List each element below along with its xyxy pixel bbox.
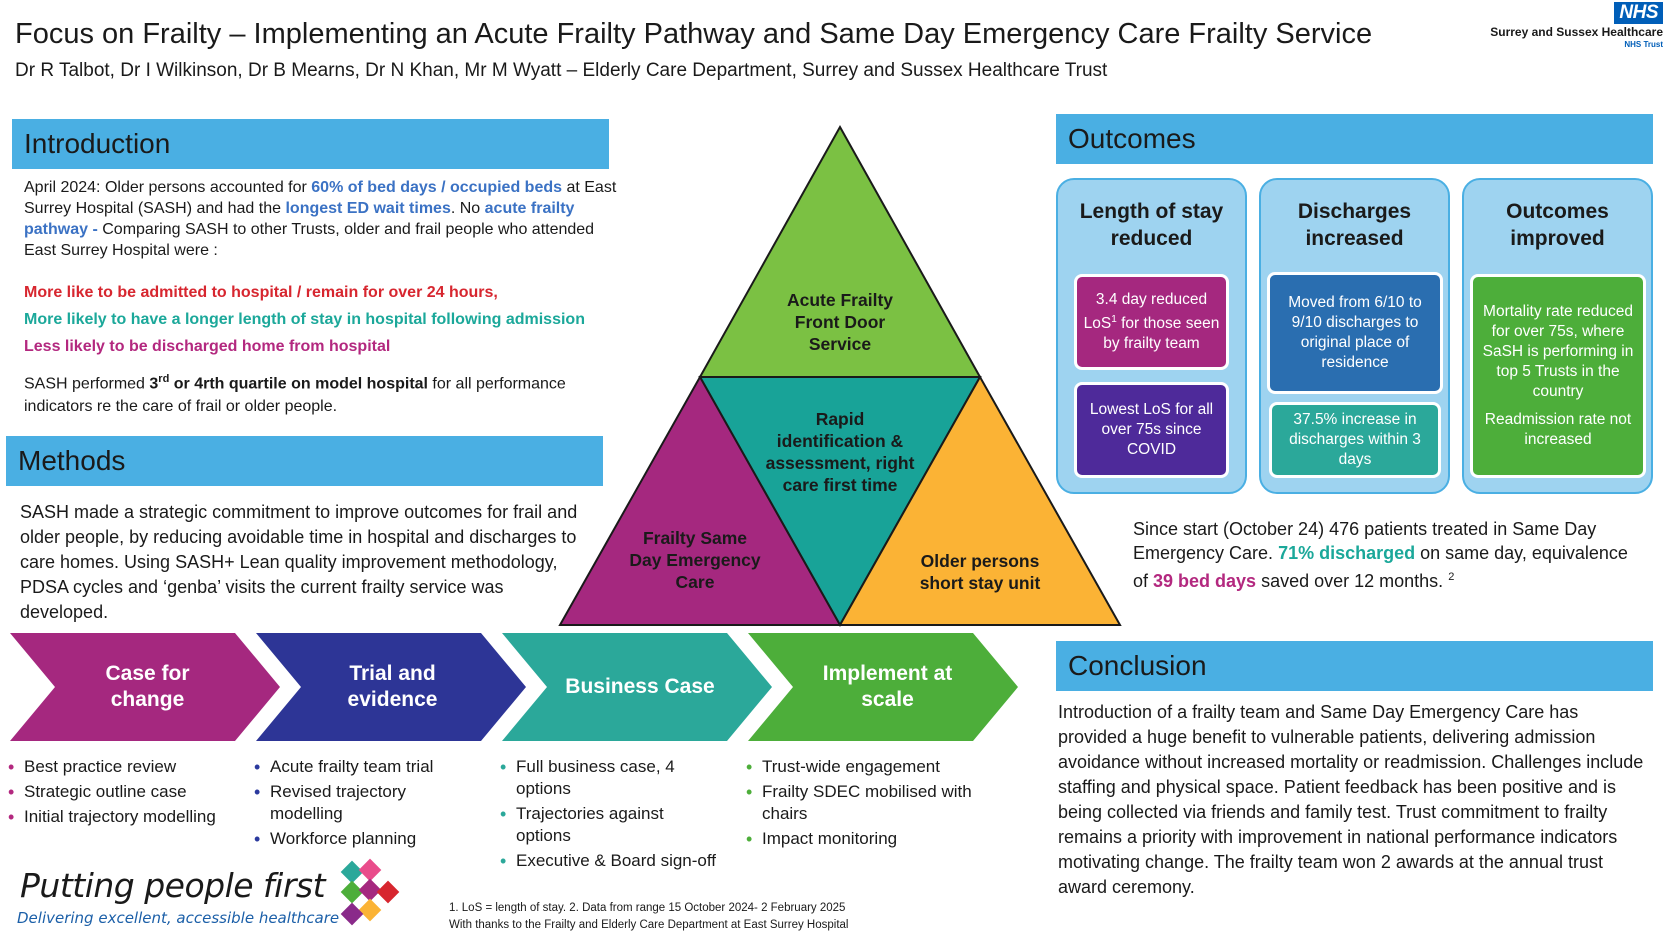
trust-suffix: NHS Trust bbox=[1624, 40, 1663, 49]
outcome-title: Length of stay reduced bbox=[1079, 200, 1224, 250]
finding-admitted: More like to be admitted to hospital / r… bbox=[24, 284, 498, 301]
business-case-list: Full business case, 4 options Trajectori… bbox=[500, 756, 722, 875]
step-label-case-for-change: Case for change bbox=[105, 662, 190, 711]
triangle-right-label: Older persons short stay unit bbox=[919, 551, 1041, 593]
trial-and-evidence-list: Acute frailty team trial Revised traject… bbox=[254, 756, 479, 853]
methods-heading: Methods bbox=[6, 436, 603, 486]
conclusion-text: Introduction of a frailty team and Same … bbox=[1058, 702, 1644, 897]
list-item: Trust-wide engagement bbox=[746, 756, 986, 778]
arrow-case-for-change bbox=[10, 633, 280, 741]
list-item: Initial trajectory modelling bbox=[8, 806, 248, 828]
outcome-column-discharges: Discharges increased Moved from 6/10 to … bbox=[1259, 178, 1450, 494]
finding-discharge: Less likely to be discharged home from h… bbox=[24, 338, 391, 355]
outcome-box: 3.4 day reduced LoS1 for those seen by f… bbox=[1074, 274, 1229, 370]
list-item: Strategic outline case bbox=[8, 781, 248, 803]
list-item: Impact monitoring bbox=[746, 828, 986, 850]
outcome-box: Lowest LoS for all over 75s since COVID bbox=[1074, 382, 1229, 478]
page-title: Focus on Frailty – Implementing an Acute… bbox=[15, 18, 1373, 50]
methods-text: SASH made a strategic commitment to impr… bbox=[20, 502, 578, 622]
outcomes-heading: Outcomes bbox=[1056, 114, 1653, 164]
outcome-title: Outcomes improved bbox=[1506, 200, 1609, 250]
case-for-change-list: Best practice review Strategic outline c… bbox=[8, 756, 248, 831]
list-item: Full business case, 4 options bbox=[500, 756, 722, 800]
list-item: Frailty SDEC mobilised with chairs bbox=[746, 781, 986, 825]
list-item: Executive & Board sign-off bbox=[500, 850, 722, 872]
triangle-left bbox=[558, 374, 842, 626]
outcomes-summary: Since start (October 24) 476 patients tr… bbox=[1133, 519, 1628, 591]
introduction-performance: SASH performed 3rd or 4rth quartile on m… bbox=[24, 373, 566, 416]
arrow-business-case bbox=[502, 633, 772, 741]
list-item: Trajectories against options bbox=[500, 803, 722, 847]
triangle-center-label: Rapid identification & assessment, right… bbox=[765, 409, 915, 495]
authors-line: Dr R Talbot, Dr I Wilkinson, Dr B Mearns… bbox=[15, 60, 1108, 81]
step-label-implement-at-scale: Implement at scale bbox=[822, 662, 953, 711]
trust-name: Surrey and Sussex Healthcare bbox=[1490, 25, 1663, 39]
outcome-box: Moved from 6/10 to 9/10 discharges to or… bbox=[1267, 272, 1443, 394]
outcome-column-length-of-stay: Length of stay reduced 3.4 day reduced L… bbox=[1056, 178, 1247, 494]
outcome-column-outcomes-improved: Outcomes improved Mortality rate reduced… bbox=[1462, 178, 1653, 494]
pathway-triangle bbox=[558, 124, 1122, 628]
finding-length-of-stay: More likely to have a longer length of s… bbox=[24, 311, 585, 328]
process-arrows bbox=[10, 633, 1018, 741]
footnote-thanks: With thanks to the Frailty and Elderly C… bbox=[449, 919, 849, 931]
list-item: Best practice review bbox=[8, 756, 248, 778]
list-item: Workforce planning bbox=[254, 828, 479, 850]
triangle-right bbox=[838, 374, 1122, 626]
outcome-box: Mortality rate reduced for over 75s, whe… bbox=[1470, 274, 1646, 478]
introduction-findings: More like to be admitted to hospital / r… bbox=[24, 279, 634, 360]
introduction-paragraph: April 2024: Older persons accounted for … bbox=[24, 179, 617, 259]
outcome-box: 37.5% increase in discharges within 3 da… bbox=[1269, 402, 1441, 478]
outcome-title: Discharges increased bbox=[1297, 200, 1412, 250]
step-label-business-case: Business Case bbox=[565, 675, 715, 698]
arrow-trial-and-evidence bbox=[256, 633, 526, 741]
list-item: Acute frailty team trial bbox=[254, 756, 479, 778]
introduction-heading: Introduction bbox=[12, 119, 609, 169]
tagline: Putting people first bbox=[20, 866, 326, 905]
diamond-logo-icon bbox=[340, 858, 400, 926]
implement-at-scale-list: Trust-wide engagement Frailty SDEC mobil… bbox=[746, 756, 986, 853]
triangle-top-label: Acute Frailty Front Door Service bbox=[787, 290, 893, 354]
conclusion-heading: Conclusion bbox=[1056, 641, 1653, 691]
list-item: Revised trajectory modelling bbox=[254, 781, 479, 825]
subtagline: Delivering excellent, accessible healthc… bbox=[17, 909, 340, 927]
nhs-logo: NHS bbox=[1614, 2, 1663, 24]
step-label-trial-and-evidence: Trial and evidence bbox=[347, 662, 438, 711]
triangle-left-label: Frailty Same Day Emergency Care bbox=[629, 528, 761, 592]
arrow-implement-at-scale bbox=[748, 633, 1018, 741]
footnote-1: 1. LoS = length of stay. 2. Data from ra… bbox=[449, 902, 846, 914]
